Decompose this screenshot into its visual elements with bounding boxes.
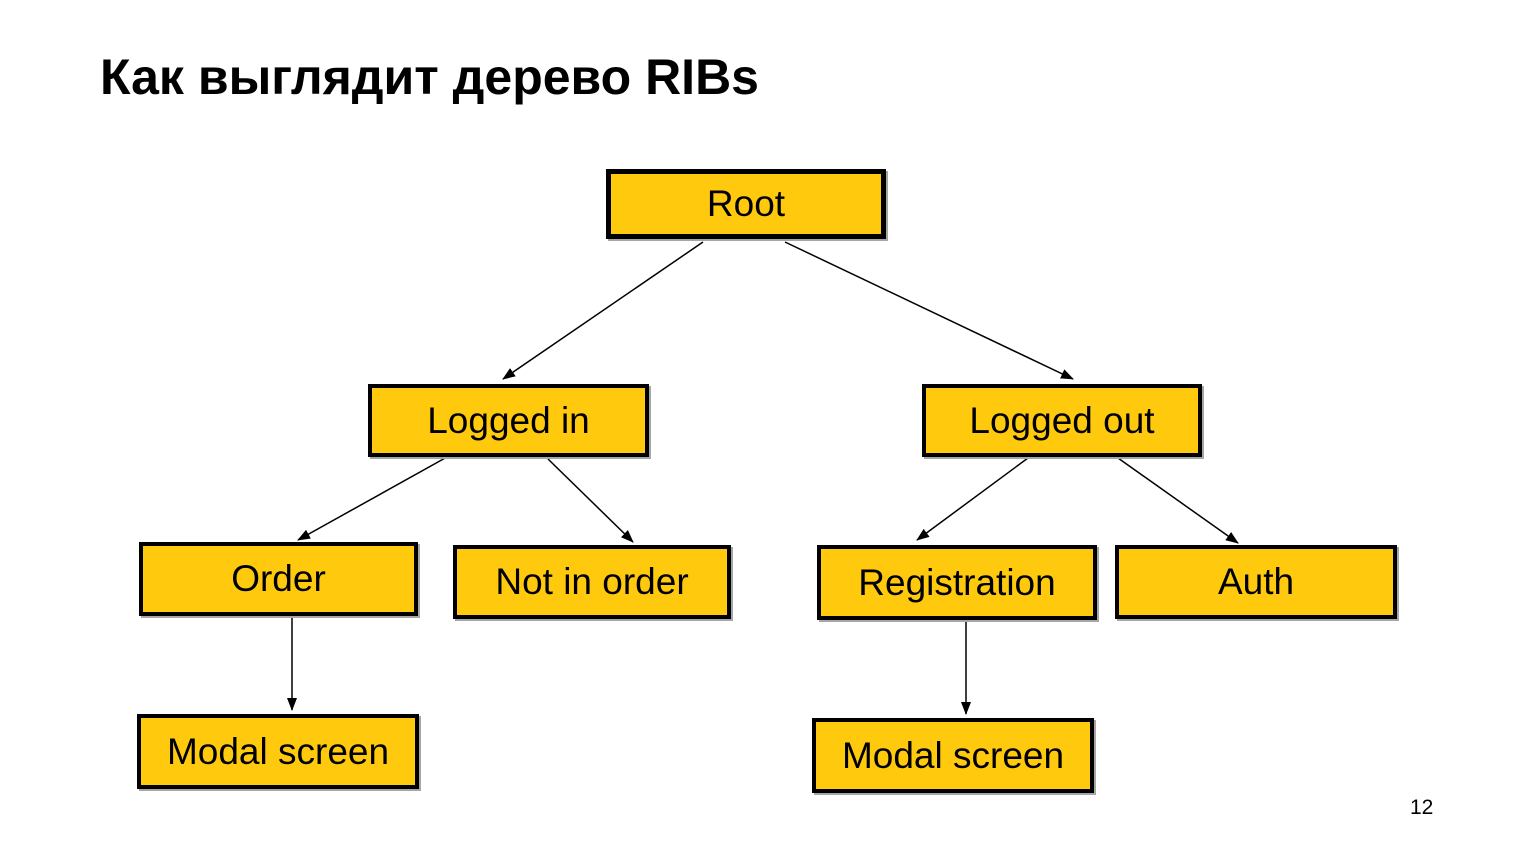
node-order: Order <box>139 542 418 616</box>
edge-root-to-logged_in <box>502 241 704 380</box>
edge-logged_in-to-order <box>297 456 448 541</box>
node-logged-out: Logged out <box>922 384 1202 457</box>
edge-root-to-logged_out <box>784 241 1074 380</box>
edge-logged_out-to-registration <box>916 457 1029 541</box>
node-root: Root <box>606 169 886 239</box>
edge-logged_in-to-not_in_order <box>547 458 634 543</box>
node-not-in-order: Not in order <box>453 545 731 619</box>
edge-logged_out-to-auth <box>1117 457 1239 544</box>
node-registration: Registration <box>817 545 1097 620</box>
node-modal-screen-left: Modal screen <box>137 714 419 789</box>
node-modal-screen-right: Modal screen <box>812 718 1094 793</box>
slide-title: Как выглядит дерево RIBs <box>100 49 759 105</box>
node-auth: Auth <box>1115 545 1397 619</box>
page-number: 12 <box>1410 796 1434 819</box>
node-logged-in: Logged in <box>368 384 649 457</box>
